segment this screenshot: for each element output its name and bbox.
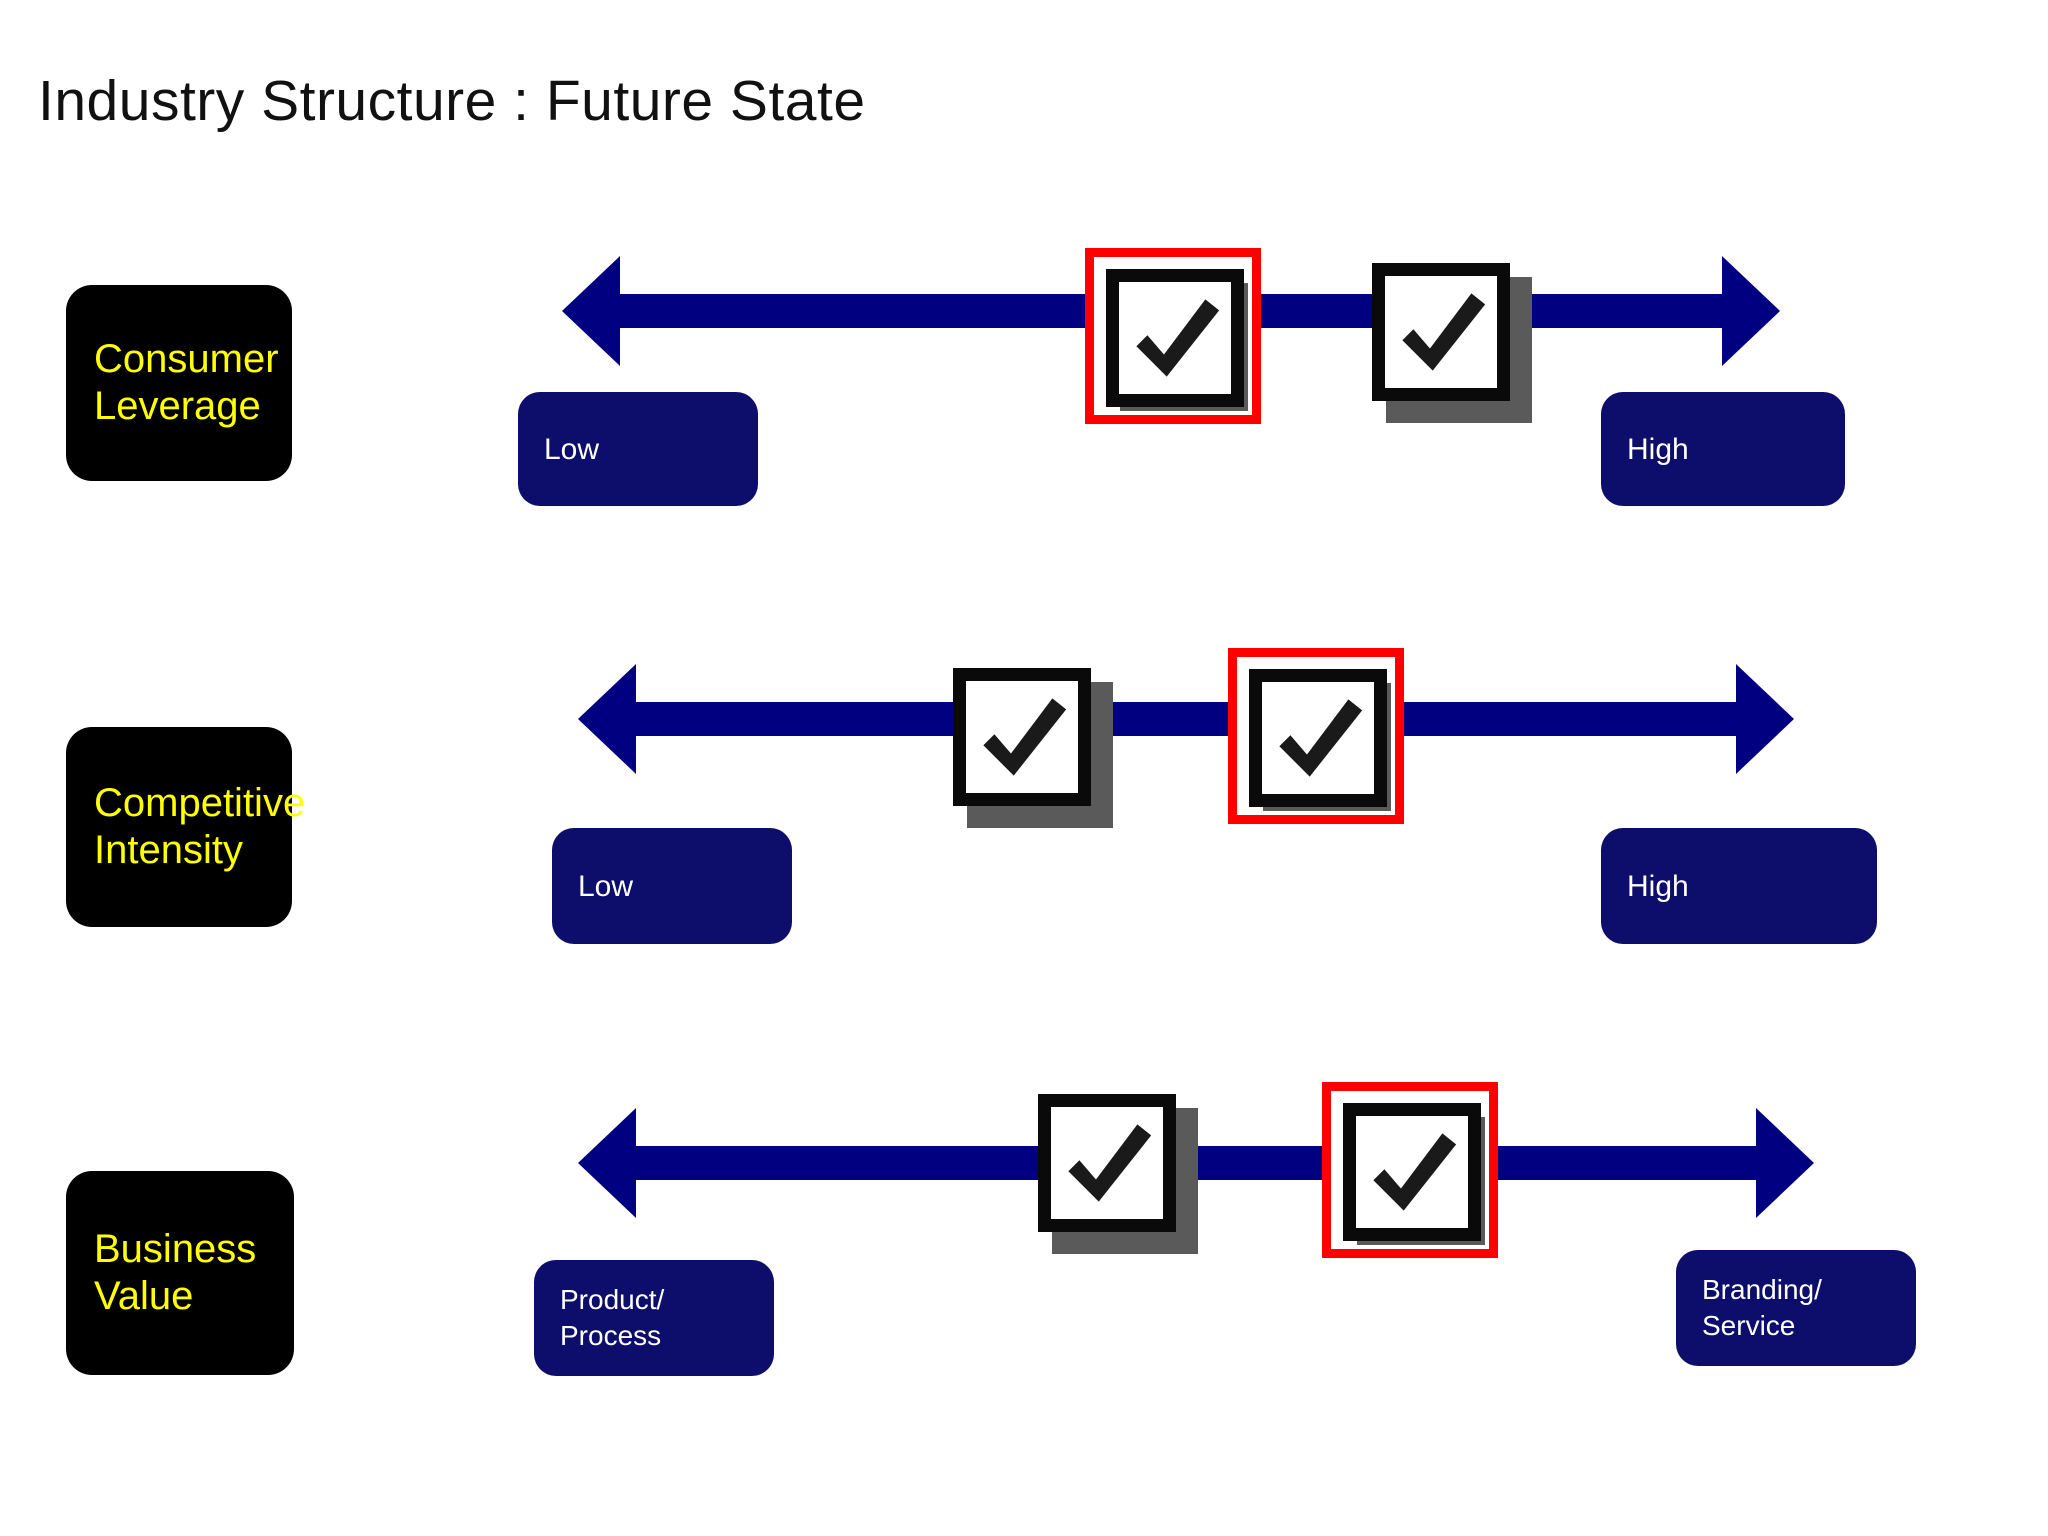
marker-frame: [1106, 269, 1244, 407]
scale-low-label: Low: [518, 392, 758, 506]
check-icon: [1068, 1124, 1152, 1202]
bidirectional-arrow: [578, 664, 1794, 774]
checkmark-marker-selected[interactable]: [1322, 1082, 1498, 1258]
category-label-business-value: Business Value: [66, 1171, 294, 1375]
marker-frame: [1372, 263, 1510, 401]
scale-low-label: Product/ Process: [534, 1260, 774, 1376]
arrow-shaft: [630, 702, 1742, 736]
check-icon: [1402, 293, 1486, 371]
scale-high-label: High: [1601, 828, 1877, 944]
marker-frame: [1038, 1094, 1176, 1232]
marker-frame: [953, 668, 1091, 806]
scale-low-label: Low: [552, 828, 792, 944]
check-icon: [1373, 1133, 1457, 1211]
arrow-left-head-icon: [578, 1108, 636, 1218]
scale-high-label: Branding/ Service: [1676, 1250, 1916, 1366]
scale-high-label: High: [1601, 392, 1845, 506]
arrow-left-head-icon: [562, 256, 620, 366]
check-icon: [1136, 299, 1220, 377]
arrow-right-head-icon: [1736, 664, 1794, 774]
checkmark-marker[interactable]: [953, 668, 1113, 828]
checkmark-marker[interactable]: [1372, 263, 1532, 423]
checkmark-marker-selected[interactable]: [1085, 248, 1261, 424]
marker-frame: [1343, 1103, 1481, 1241]
arrow-right-head-icon: [1722, 256, 1780, 366]
checkmark-marker[interactable]: [1038, 1094, 1198, 1254]
arrow-right-head-icon: [1756, 1108, 1814, 1218]
marker-frame: [1249, 669, 1387, 807]
checkmark-marker-selected[interactable]: [1228, 648, 1404, 824]
check-icon: [1279, 699, 1363, 777]
category-label-consumer-leverage: Consumer Leverage: [66, 285, 292, 481]
arrow-left-head-icon: [578, 664, 636, 774]
category-label-competitive-intensity: Competitive Intensity: [66, 727, 305, 927]
check-icon: [983, 698, 1067, 776]
page-title: Industry Structure : Future State: [38, 69, 866, 133]
